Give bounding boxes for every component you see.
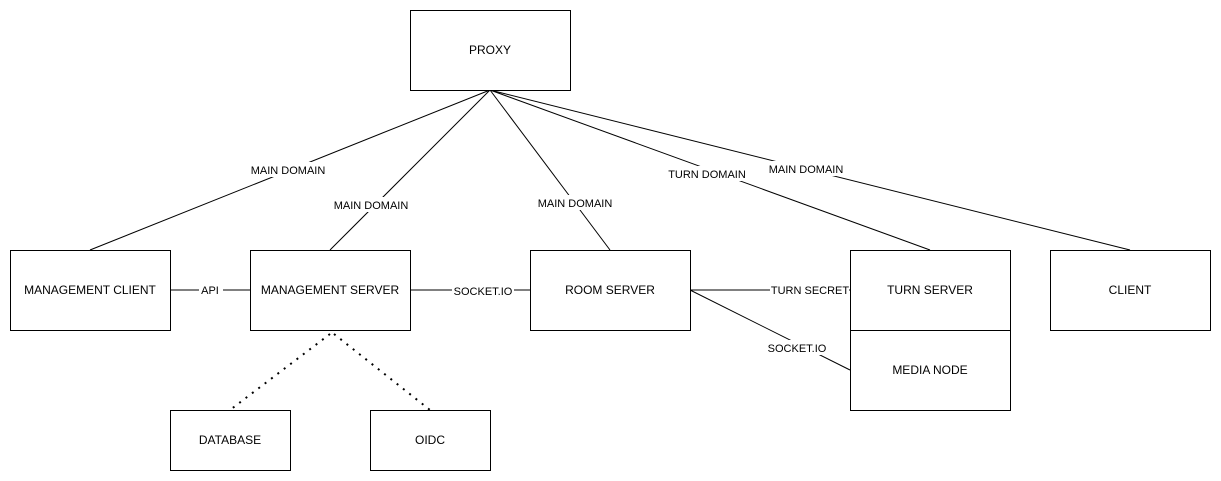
management-server-node: MANAGEMENT SERVER [250,250,411,331]
svg-text:DATABASE: DATABASE [199,433,261,447]
edge-proxy-room-server [489,89,611,251]
svg-text:TURN SECRET: TURN SECRET [771,285,850,297]
svg-text:MEDIA NODE: MEDIA NODE [892,363,967,377]
proxy-node: PROXY [410,10,571,91]
edge-label-proxy-turn-server: TURN DOMAIN [667,166,748,181]
svg-text:SOCKET.IO: SOCKET.IO [768,343,827,355]
media-node: MEDIA NODE [850,330,1011,411]
oidc-node: OIDC [370,410,491,471]
edge-room-server-media-node [689,289,851,371]
edge-management-server-database [229,333,331,411]
edge-proxy-management-server [329,89,491,251]
database-node: DATABASE [170,410,291,471]
svg-text:OIDC: OIDC [415,433,445,447]
edge-label-proxy-room-server: MAIN DOMAIN [536,195,615,210]
svg-text:CLIENT: CLIENT [1109,283,1152,297]
turn-server-node: TURN SERVER [850,250,1011,331]
edge-label-turn-secret: TURN SECRET [770,283,849,298]
client-node: CLIENT [1050,250,1211,331]
svg-text:MAIN DOMAIN: MAIN DOMAIN [538,198,613,210]
edge-label-socketio-management-room: SOCKET.IO [452,284,514,299]
edge-label-socketio-room-media: SOCKET.IO [766,340,828,355]
svg-text:TURN SERVER: TURN SERVER [887,283,973,297]
svg-text:MAIN DOMAIN: MAIN DOMAIN [334,200,409,212]
management-client-node: MANAGEMENT CLIENT [10,250,171,331]
svg-text:MAIN DOMAIN: MAIN DOMAIN [769,164,844,176]
svg-text:MANAGEMENT SERVER: MANAGEMENT SERVER [261,283,400,297]
edge-label-proxy-client: MAIN DOMAIN [767,161,846,176]
edge-management-server-oidc [333,333,431,411]
svg-text:ROOM SERVER: ROOM SERVER [565,283,655,297]
svg-text:MANAGEMENT CLIENT: MANAGEMENT CLIENT [24,283,156,297]
svg-text:PROXY: PROXY [469,43,511,57]
svg-text:SOCKET.IO: SOCKET.IO [454,286,513,298]
edge-label-proxy-management-server: MAIN DOMAIN [332,197,411,212]
svg-text:MAIN DOMAIN: MAIN DOMAIN [251,165,326,177]
svg-text:API: API [201,285,219,297]
svg-text:TURN DOMAIN: TURN DOMAIN [668,169,746,181]
edge-label-proxy-management-client: MAIN DOMAIN [249,162,328,177]
room-server-node: ROOM SERVER [530,250,691,331]
edge-label-api: API [199,283,223,298]
